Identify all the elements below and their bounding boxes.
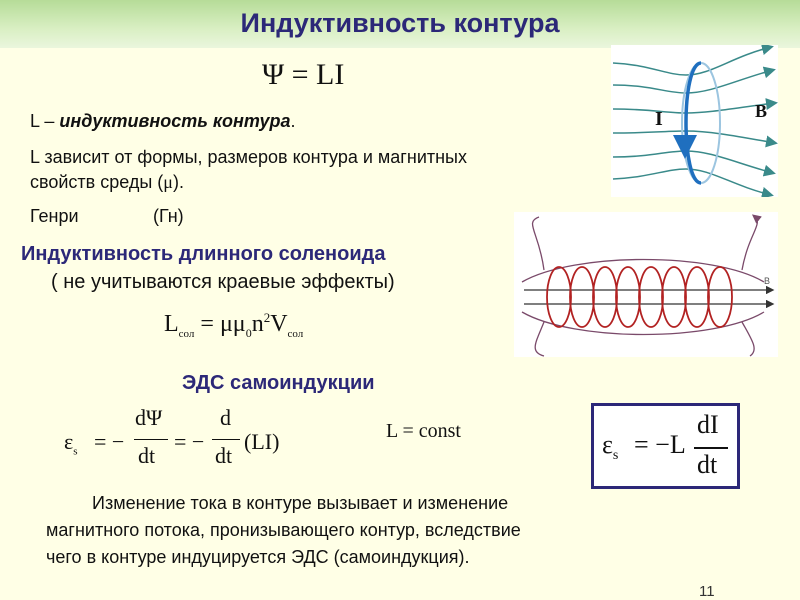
depends-line-1: L зависит от формы, размеров контура и м… [30,147,467,167]
depends-line-2: свойств среды (μ). [30,170,184,194]
coil-turn [684,266,710,328]
solenoid-formula: Lсол = μμ0n2Vсол [164,310,303,341]
box-eq: = −L [634,430,686,459]
emf-num1: dΨ [135,405,163,430]
emf-fraction-bar-1 [134,439,168,440]
emf-num2: d [220,405,231,430]
box-eps: εs [602,430,618,464]
emf-eps: εs [64,429,78,457]
paragraph-line-1: Изменение тока в контуре вызывает и изме… [92,493,509,513]
emf-eq1: = − [94,429,125,454]
loop-label-i: I [655,108,663,130]
coil-turn [569,266,595,328]
solenoid-field-line [531,216,545,271]
depends-line-2-b: ). [172,172,184,192]
paragraph-line-3: чего в контуре индуцируется ЭДС (самоинд… [46,547,470,567]
mu-symbol: μ [163,172,173,192]
emf-eps-symbol: ε [64,429,74,454]
solenoid-field-line [741,321,755,357]
sol-n-sup: 2 [263,310,271,325]
emf-heading: ЭДС самоиндукции [182,372,375,394]
box-fraction-bar [694,447,728,449]
coil-turn [546,266,572,328]
sol-n: n [251,311,264,337]
emf-tail: (LI) [244,429,280,454]
field-line [612,43,774,76]
emf-formula: εs = − dΨ dt = − d dt (LI) [64,405,304,475]
box-eps-symbol: ε [602,430,613,459]
solenoid-heading: Индуктивность длинного соленоида [21,243,386,265]
solenoid-figure: B [514,212,778,357]
def-symbol: L [30,111,40,131]
field-line [612,130,778,148]
field-line [612,168,774,199]
solenoid-field-line [741,214,762,271]
inductance-definition: L – индуктивность контура. [30,109,296,133]
emf-den2: dt [215,443,233,468]
sol-l-sub: сол [178,327,195,340]
unit-abbr: (Гн) [153,206,184,226]
emf-eps-sub: s [73,445,78,458]
loop-label-b: B [755,101,767,121]
loop-field-figure: I B [611,43,778,199]
page-title: Индуктивность контура [240,8,560,38]
sol-rhs: = μμ [200,311,246,337]
paragraph-line-2: магнитного потока, пронизывающего контур… [46,520,521,540]
sol-mu-sub: 0 [245,325,252,340]
solenoid-field-line [521,258,765,283]
solenoid-field-line [534,321,545,357]
self-induction-formula-box: εs = −L dI dt [591,403,740,489]
depends-line-2-a: свойств среды ( [30,172,164,192]
box-formula: εs = −L dI dt [594,406,737,486]
box-den: dt [697,450,718,479]
coil-turn [707,266,733,328]
solenoid-label-b: B [764,276,770,286]
sol-v: V [270,311,288,337]
solenoid-field-line [521,311,765,336]
coil-turn [592,266,618,328]
sol-l: L [164,311,179,337]
box-num: dI [697,410,719,439]
field-line [612,98,778,114]
sol-v-sub: сол [287,327,304,340]
loop-field-svg: I B [612,43,778,199]
emf-fraction-bar-2 [212,439,240,440]
unit-name: Генри [30,206,79,226]
current-loop [684,61,702,185]
page-number: 11 [699,583,715,600]
coil-turn [638,266,664,328]
emf-den1: dt [138,443,156,468]
coil-turn [615,266,641,328]
solenoid-note: ( не учитываются краевые эффекты) [51,271,395,293]
flux-formula: Ψ = LI [262,58,345,91]
const-formula: L = const [386,420,461,442]
solenoid-svg: B [521,214,775,357]
def-dot: . [290,111,296,131]
box-eps-sub: s [612,448,619,464]
coil-turn [661,266,687,328]
emf-eq2: = − [174,429,205,454]
title-band [0,0,800,48]
def-dash: – [39,111,60,131]
def-term: индуктивность контура [59,111,291,131]
